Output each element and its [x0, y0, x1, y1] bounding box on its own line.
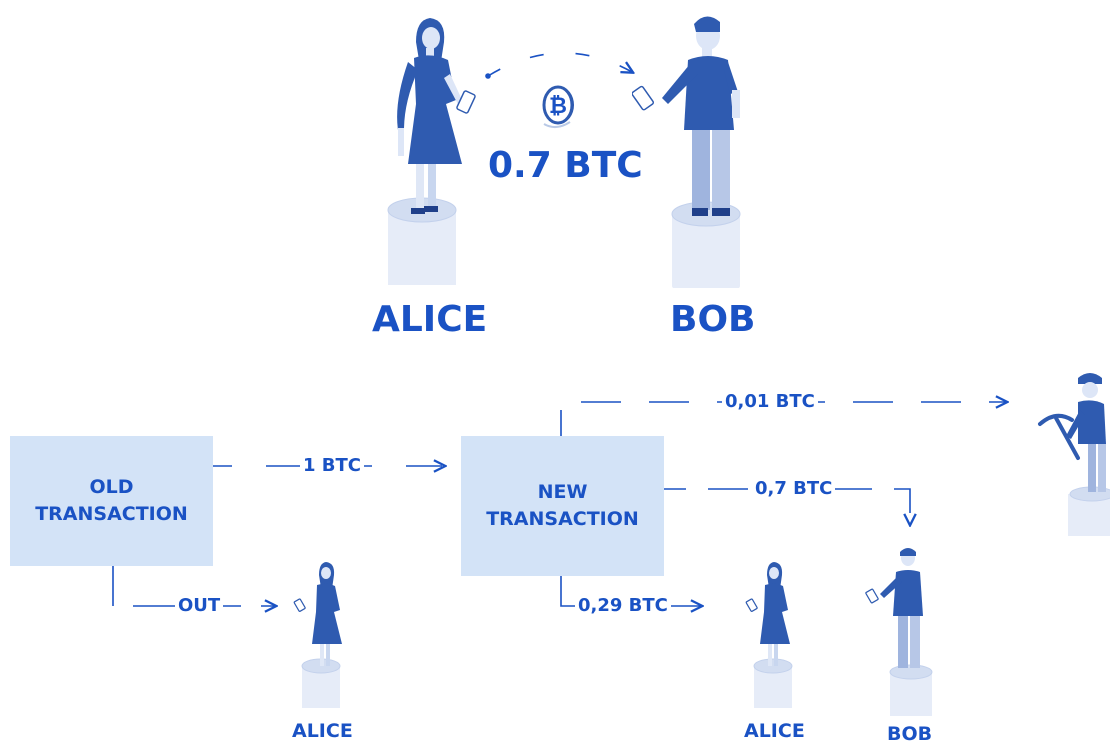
edge-label-to-bob: 0,7 BTC: [752, 480, 836, 498]
edge-label-1btc: 1 BTC: [300, 457, 364, 475]
alice-figure-large: [387, 18, 476, 285]
pickaxe-icon: [1038, 413, 1080, 460]
svg-text:₿: ₿: [549, 94, 567, 119]
helmet-icon: [1078, 373, 1102, 384]
old-transaction-line2: TRANSACTION: [35, 503, 188, 525]
new-transaction-line2: TRANSACTION: [486, 508, 639, 530]
miner-figure: [1038, 373, 1110, 536]
new-transaction-line1: NEW: [537, 481, 588, 504]
edge-label-out: OUT: [175, 597, 224, 615]
alice-new-label: ALICE: [744, 720, 805, 742]
bob-new-label: BOB: [887, 723, 933, 745]
top-receiver-label: BOB: [670, 299, 756, 340]
bob-figure-new: [865, 548, 933, 716]
bob-figure-large: [632, 16, 741, 288]
bitcoin-icon: ₿: [542, 85, 574, 128]
top-amount-label: 0.7 BTC: [488, 145, 643, 186]
top-transfer-arrow: [487, 52, 632, 77]
edge-label-change: 0,29 BTC: [575, 597, 671, 615]
edge-label-fee: 0,01 BTC: [722, 393, 818, 411]
alice-figure-new: [745, 562, 793, 708]
edge-to-bob: [646, 488, 910, 524]
alice-figure-old: [293, 562, 342, 708]
old-transaction-line1: OLD: [89, 476, 134, 499]
top-sender-label: ALICE: [372, 299, 488, 340]
edge-fee: [560, 402, 1006, 450]
old-transaction-box: OLD TRANSACTION: [10, 436, 213, 566]
new-transaction-box: NEW TRANSACTION: [461, 436, 664, 576]
alice-old-label: ALICE: [292, 720, 353, 742]
